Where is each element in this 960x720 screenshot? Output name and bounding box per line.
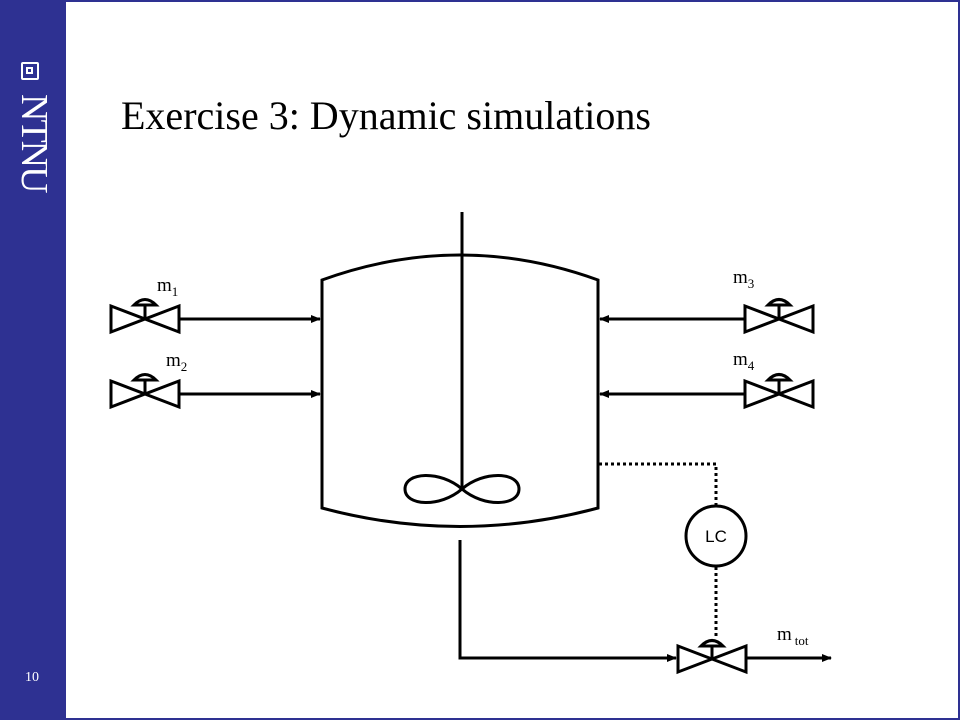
label-m2: m2	[166, 350, 187, 374]
outlet-pipe	[458, 540, 677, 662]
valve-m2-icon	[109, 373, 181, 410]
label-m3: m3	[733, 267, 754, 291]
ntnu-logo-icon	[21, 62, 39, 80]
valve-m1-icon	[109, 298, 181, 335]
valve-m4-icon	[743, 373, 815, 410]
level-controller	[684, 504, 748, 568]
label-m4: m4	[733, 349, 755, 373]
page-number: 10	[25, 670, 39, 685]
slide-frame	[64, 0, 960, 720]
tank-vessel	[320, 253, 600, 528]
slide-title: Exercise 3: Dynamic simulations	[121, 93, 651, 138]
level-signal-line	[599, 462, 718, 505]
label-m1: m1	[157, 275, 178, 299]
sidebar: NTNU 10	[0, 0, 64, 720]
level-controller-label: LC	[705, 527, 727, 546]
agitator-impeller-icon	[403, 474, 521, 504]
logo-text: NTNU	[13, 94, 55, 192]
outlet-valve-icon	[676, 639, 748, 675]
valve-m3-icon	[743, 298, 815, 335]
